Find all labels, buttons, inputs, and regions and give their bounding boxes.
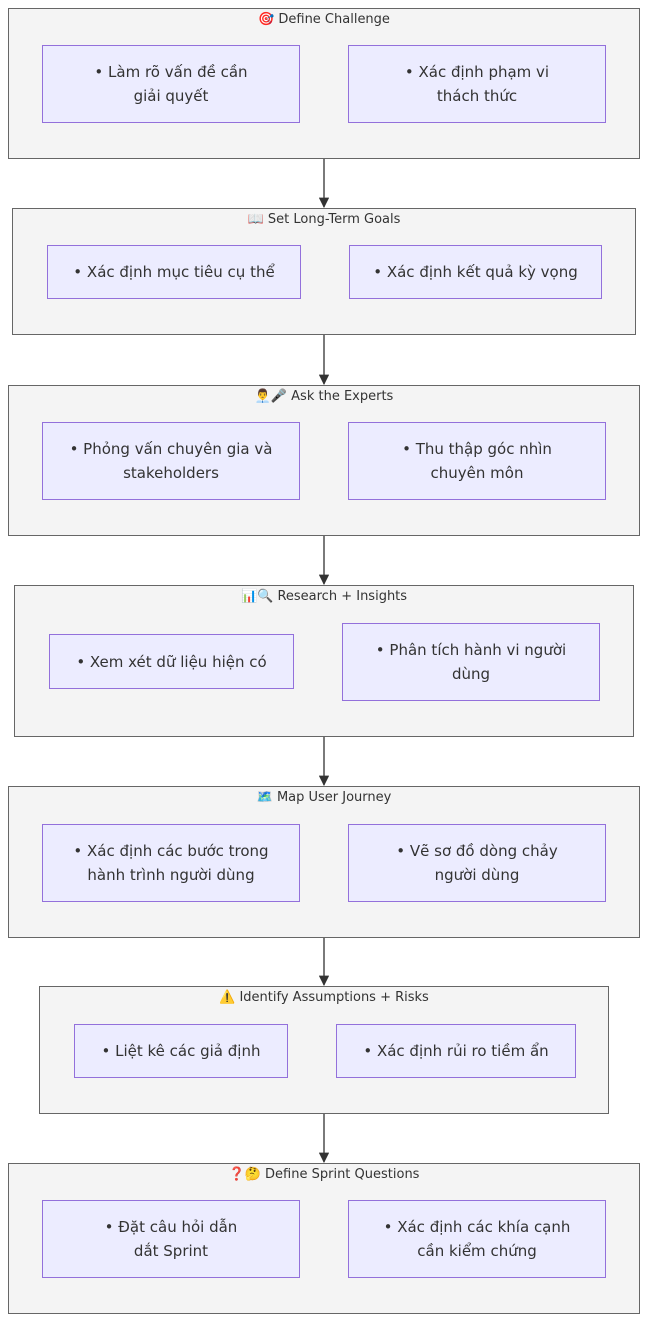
step-node: • Đặt câu hỏi dẫn dắt Sprint — [42, 1200, 300, 1278]
stage-title: 📖 Set Long-Term Goals — [247, 212, 401, 227]
step-node: • Phân tích hành vi người dùng — [342, 623, 600, 701]
stage-title: ⚠️ Identify Assumptions + Risks — [219, 990, 429, 1005]
step-node: • Vẽ sơ đồ dòng chảy người dùng — [348, 824, 606, 902]
stage-title: 🎯 Define Challenge — [258, 12, 390, 27]
step-node: • Liệt kê các giả định — [74, 1024, 288, 1078]
stage-title: 📊🔍 Research + Insights — [240, 589, 408, 604]
stage-ask-the-experts: 👨‍💼🎤 Ask the Experts • Phỏng vấn chuyên … — [8, 385, 640, 536]
stage-title: 🗺️ Map User Journey — [256, 790, 392, 805]
stage-define-challenge: 🎯 Define Challenge • Làm rõ vấn đề cần g… — [8, 8, 640, 159]
step-node: • Thu thập góc nhìn chuyên môn — [348, 422, 606, 500]
stage-set-long-term-goals: 📖 Set Long-Term Goals • Xác định mục tiê… — [12, 208, 636, 335]
step-node: • Xác định phạm vi thách thức — [348, 45, 606, 123]
step-node: • Xác định các khía cạnh cần kiểm chứng — [348, 1200, 606, 1278]
step-node: • Xác định kết quả kỳ vọng — [349, 245, 602, 299]
stage-research-insights: 📊🔍 Research + Insights • Xem xét dữ liệu… — [14, 585, 634, 737]
step-node: • Xác định các bước trong hành trình ngư… — [42, 824, 300, 902]
stage-map-user-journey: 🗺️ Map User Journey • Xác định các bước … — [8, 786, 640, 938]
step-node: • Xác định rủi ro tiềm ẩn — [336, 1024, 576, 1078]
stage-identify-assumptions-risks: ⚠️ Identify Assumptions + Risks • Liệt k… — [39, 986, 609, 1114]
step-node: • Phỏng vấn chuyên gia và stakeholders — [42, 422, 300, 500]
step-node: • Xem xét dữ liệu hiện có — [49, 634, 294, 689]
step-node: • Xác định mục tiêu cụ thể — [47, 245, 301, 299]
stage-title: 👨‍💼🎤 Ask the Experts — [254, 389, 394, 404]
step-node: • Làm rõ vấn đề cần giải quyết — [42, 45, 300, 123]
stage-title: ❓🤔 Define Sprint Questions — [228, 1167, 420, 1182]
stage-define-sprint-questions: ❓🤔 Define Sprint Questions • Đặt câu hỏi… — [8, 1163, 640, 1314]
